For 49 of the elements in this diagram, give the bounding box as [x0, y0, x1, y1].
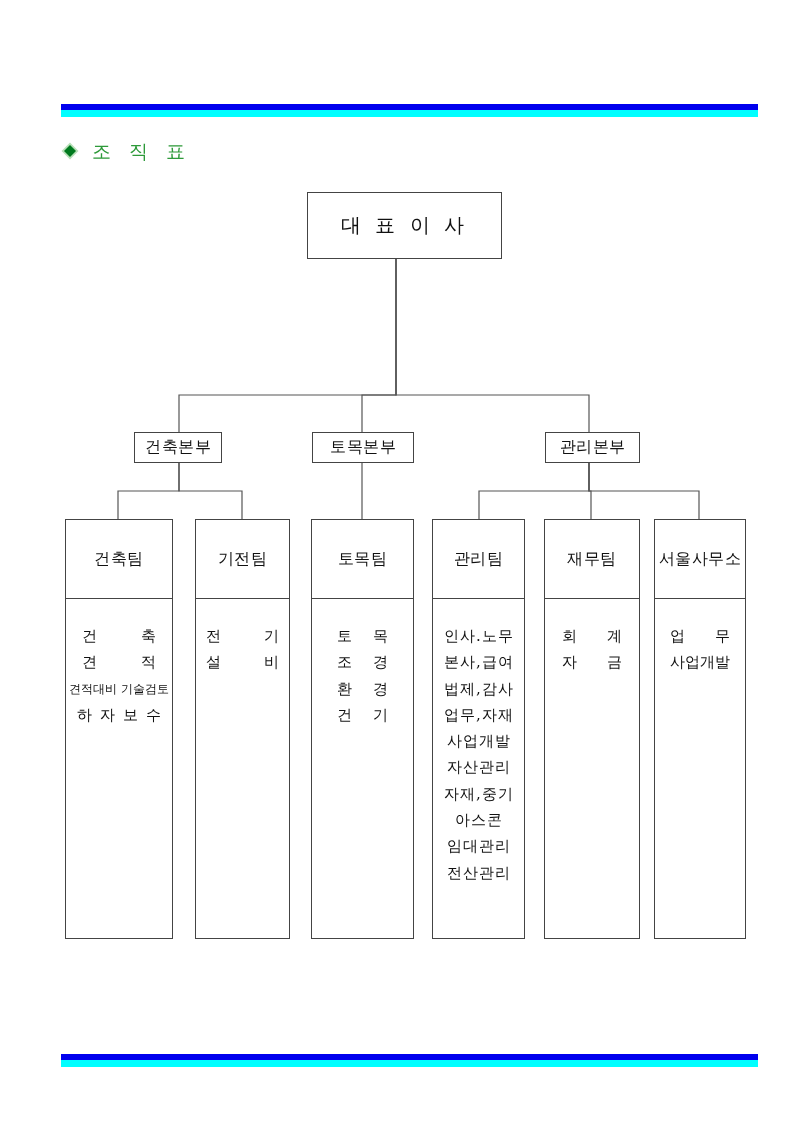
team-box [654, 519, 746, 939]
connector-line [395, 258, 590, 433]
box-label: 토목본부 [330, 437, 396, 458]
duty-item: 설 비 [206, 652, 279, 674]
org-box [312, 432, 414, 463]
box-label: 관리본부 [559, 437, 626, 458]
duty-item: 자산관리 [446, 757, 511, 779]
duty-item: 업 무 [670, 626, 730, 647]
connector-line [588, 462, 700, 520]
duty-item: 업무,자재 [443, 704, 514, 726]
duty-item: 견적대비 기술검토 [69, 680, 169, 698]
duty-item: 조 경 [336, 652, 389, 674]
duty-item: 전산관리 [446, 862, 511, 884]
duty-item: 사업개발 [670, 652, 730, 674]
team-box [195, 519, 290, 939]
box-label: 건축본부 [145, 437, 211, 458]
duty-item: 환 경 [336, 678, 389, 700]
duty-item: 법제,감사 [443, 678, 514, 700]
team-box [432, 519, 525, 939]
duty-item: 건 축 [82, 626, 156, 647]
duty-item: 임대관리 [446, 836, 511, 858]
box-label: 대 표 이 사 [340, 212, 469, 239]
duty-item: 자재,중기 [443, 783, 514, 805]
box-label: 토목팀 [337, 548, 388, 570]
duty-item: 전 기 [206, 626, 279, 647]
team-box [544, 519, 640, 939]
duty-item: 하 자 보 수 [77, 704, 161, 726]
connector-line [361, 462, 363, 520]
page-title: 조 직 표 [92, 139, 192, 163]
box-label: 관리팀 [453, 548, 504, 570]
duty-item: 토 목 [336, 626, 389, 647]
duty-item: 인사.노무 [443, 626, 514, 647]
org-box [134, 432, 222, 463]
box-label: 서울사무소 [658, 548, 742, 570]
team-box [311, 519, 414, 939]
duty-item: 자 금 [562, 652, 622, 674]
box-label: 건축팀 [94, 548, 144, 570]
duty-item: 회 계 [562, 626, 622, 647]
duty-item: 사업개발 [446, 731, 511, 753]
duty-item: 건 기 [336, 704, 389, 726]
duty-item: 견 적 [82, 652, 156, 674]
team-box [65, 519, 173, 939]
org-box [545, 432, 640, 463]
box-label: 기전팀 [217, 548, 268, 570]
duty-item: 본사,급여 [443, 652, 514, 674]
org-box [307, 192, 502, 259]
duty-item: 아스콘 [454, 810, 503, 832]
box-label: 재무팀 [567, 548, 617, 570]
connector-line [178, 462, 243, 520]
